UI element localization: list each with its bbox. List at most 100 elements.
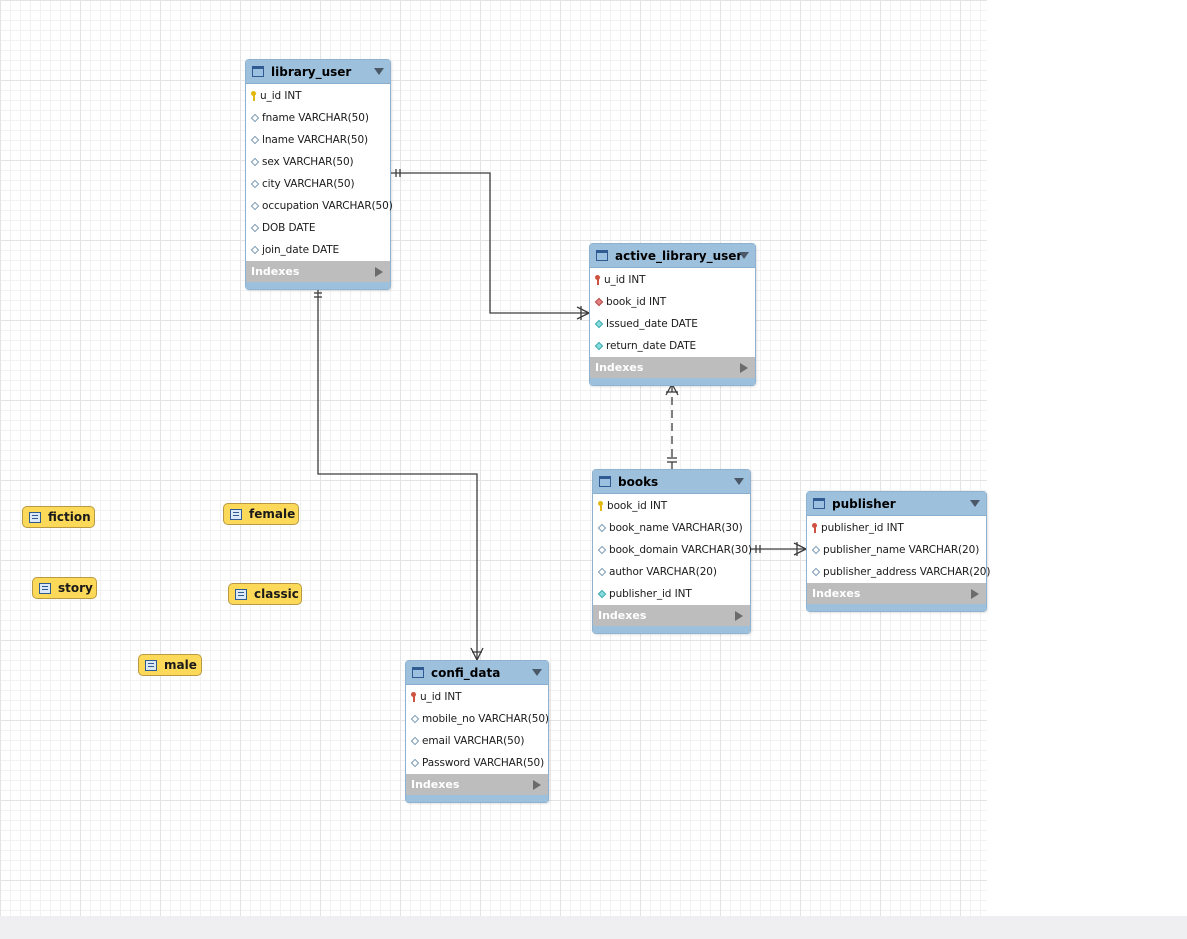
- table-title: confi_data: [431, 665, 501, 680]
- column-row[interactable]: publisher_address VARCHAR(20): [807, 561, 990, 583]
- column-row[interactable]: publisher_id INT: [593, 583, 750, 605]
- collapse-arrow-icon[interactable]: [970, 500, 980, 507]
- table-title: library_user: [271, 64, 352, 79]
- foreign-key-diamond-red-icon: [594, 297, 604, 307]
- expand-arrow-icon[interactable]: [375, 267, 383, 277]
- primary-foreign-key-icon: [812, 523, 817, 533]
- column-row[interactable]: email VARCHAR(50): [406, 730, 548, 752]
- relationship-books-active-library-user[interactable]: [665, 383, 679, 469]
- column-row[interactable]: u_id INT: [590, 269, 755, 291]
- column-list: u_id INT fname VARCHAR(50) lname VARCHAR…: [246, 84, 393, 261]
- table-icon: [813, 498, 825, 509]
- view-fiction[interactable]: fiction: [22, 506, 95, 528]
- column-row[interactable]: book_name VARCHAR(30): [593, 517, 750, 539]
- table-library-user[interactable]: library_user u_id INT fname VARCHAR(50) …: [245, 59, 393, 290]
- table-header[interactable]: library_user: [246, 60, 390, 84]
- column-diamond-icon: [811, 567, 821, 577]
- table-footer: [590, 378, 755, 385]
- relationship-books-publisher[interactable]: [751, 542, 807, 556]
- column-row[interactable]: u_id INT: [406, 686, 548, 708]
- column-row[interactable]: u_id INT: [246, 85, 390, 107]
- view-label: story: [58, 581, 93, 595]
- column-row[interactable]: lname VARCHAR(50): [246, 129, 390, 151]
- view-story[interactable]: story: [32, 577, 97, 599]
- horizontal-scrollbar[interactable]: [0, 916, 1187, 939]
- column-row[interactable]: book_id INT: [590, 291, 755, 313]
- foreign-key-diamond-icon: [594, 341, 604, 351]
- table-header[interactable]: confi_data: [406, 661, 548, 685]
- table-footer: [807, 604, 986, 611]
- indexes-section[interactable]: Indexes: [406, 774, 548, 795]
- expand-arrow-icon[interactable]: [533, 780, 541, 790]
- primary-foreign-key-icon: [411, 692, 416, 702]
- indexes-section[interactable]: Indexes: [593, 605, 750, 626]
- view-icon: [230, 508, 242, 520]
- relationship-library-user-active-library-user[interactable]: [391, 169, 590, 320]
- expand-arrow-icon[interactable]: [971, 589, 979, 599]
- column-diamond-icon: [410, 714, 420, 724]
- collapse-arrow-icon[interactable]: [734, 478, 744, 485]
- view-label: classic: [254, 587, 299, 601]
- column-diamond-icon: [250, 245, 260, 255]
- column-diamond-icon: [410, 758, 420, 768]
- column-row[interactable]: join_date DATE: [246, 239, 390, 261]
- table-title: books: [618, 474, 659, 489]
- table-icon: [412, 667, 424, 678]
- table-footer: [246, 282, 390, 289]
- indexes-section[interactable]: Indexes: [246, 261, 390, 282]
- indexes-section[interactable]: Indexes: [590, 357, 755, 378]
- relationship-connectors: [314, 169, 807, 661]
- primary-key-icon: [598, 501, 603, 511]
- collapse-arrow-icon[interactable]: [532, 669, 542, 676]
- column-diamond-icon: [597, 545, 607, 555]
- table-books[interactable]: books book_id INT book_name VARCHAR(30) …: [592, 469, 752, 634]
- column-diamond-icon: [250, 157, 260, 167]
- column-row[interactable]: Password VARCHAR(50): [406, 752, 548, 774]
- view-icon: [39, 582, 51, 594]
- column-diamond-icon: [811, 545, 821, 555]
- table-icon: [252, 66, 264, 77]
- view-female[interactable]: female: [223, 503, 299, 525]
- table-header[interactable]: books: [593, 470, 750, 494]
- column-row[interactable]: return_date DATE: [590, 335, 755, 357]
- column-row[interactable]: fname VARCHAR(50): [246, 107, 390, 129]
- collapse-arrow-icon[interactable]: [374, 68, 384, 75]
- column-diamond-icon: [250, 201, 260, 211]
- column-row[interactable]: DOB DATE: [246, 217, 390, 239]
- column-row[interactable]: author VARCHAR(20): [593, 561, 750, 583]
- column-list: publisher_id INT publisher_name VARCHAR(…: [807, 516, 990, 583]
- table-icon: [599, 476, 611, 487]
- column-row[interactable]: mobile_no VARCHAR(50): [406, 708, 549, 730]
- expand-arrow-icon[interactable]: [735, 611, 743, 621]
- table-active-library-user[interactable]: active_library_user u_id INT book_id INT…: [589, 243, 756, 386]
- table-header[interactable]: publisher: [807, 492, 986, 516]
- indexes-section[interactable]: Indexes: [807, 583, 986, 604]
- column-diamond-icon: [250, 179, 260, 189]
- column-row[interactable]: city VARCHAR(50): [246, 173, 390, 195]
- column-diamond-icon: [597, 567, 607, 577]
- column-row[interactable]: publisher_id INT: [807, 517, 986, 539]
- column-list: u_id INT mobile_no VARCHAR(50) email VAR…: [406, 685, 549, 774]
- column-row[interactable]: sex VARCHAR(50): [246, 151, 390, 173]
- view-classic[interactable]: classic: [228, 583, 302, 605]
- column-diamond-icon: [410, 736, 420, 746]
- column-row[interactable]: book_domain VARCHAR(30): [593, 539, 752, 561]
- expand-arrow-icon[interactable]: [740, 363, 748, 373]
- view-label: fiction: [48, 510, 91, 524]
- view-male[interactable]: male: [138, 654, 202, 676]
- column-list: u_id INT book_id INT Issued_date DATE re…: [590, 268, 755, 357]
- table-confi-data[interactable]: confi_data u_id INT mobile_no VARCHAR(50…: [405, 660, 549, 803]
- column-list: book_id INT book_name VARCHAR(30) book_d…: [593, 494, 752, 605]
- view-icon: [235, 588, 247, 600]
- collapse-arrow-icon[interactable]: [739, 252, 749, 259]
- table-publisher[interactable]: publisher publisher_id INT publisher_nam…: [806, 491, 990, 612]
- column-row[interactable]: occupation VARCHAR(50): [246, 195, 393, 217]
- column-row[interactable]: book_id INT: [593, 495, 750, 517]
- table-header[interactable]: active_library_user: [590, 244, 755, 268]
- column-row[interactable]: publisher_name VARCHAR(20): [807, 539, 986, 561]
- diagram-canvas[interactable]: library_user u_id INT fname VARCHAR(50) …: [0, 0, 990, 916]
- column-row[interactable]: Issued_date DATE: [590, 313, 755, 335]
- relationship-library-user-confi-data[interactable]: [314, 288, 484, 661]
- view-label: male: [164, 658, 197, 672]
- view-icon: [145, 659, 157, 671]
